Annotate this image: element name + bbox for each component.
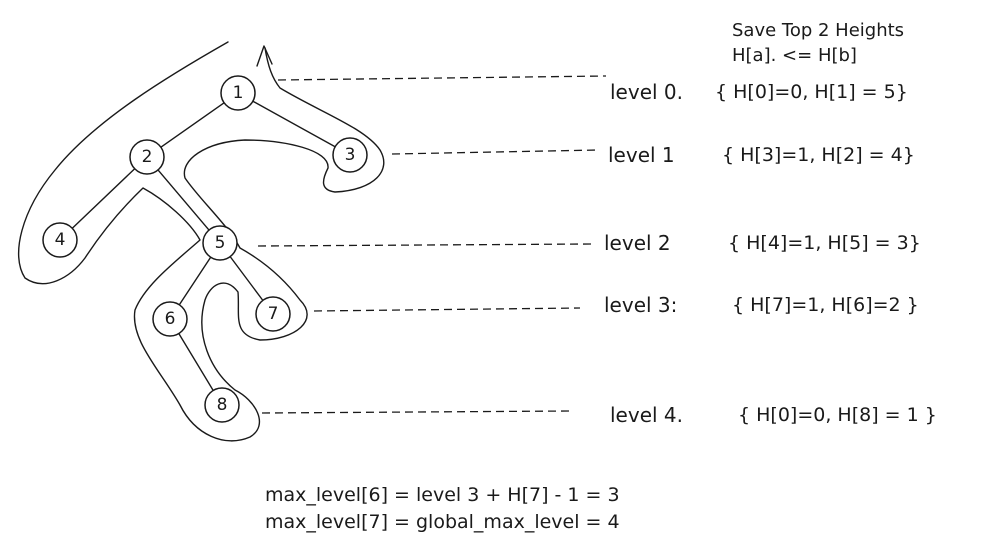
- traversal-contour: [18, 41, 385, 442]
- level-3-guide: [313, 307, 581, 312]
- tree-node-7: 7: [255, 296, 291, 332]
- formula-line-2: max_level[7] = global_max_level = 4: [265, 511, 620, 533]
- tree-edge-5-6: [178, 256, 212, 306]
- level-4-guide: [261, 410, 573, 414]
- tree-node-8-label: 8: [217, 395, 228, 415]
- level-4-label: level 4.: [610, 403, 683, 427]
- level-0-label: level 0.: [610, 80, 683, 104]
- formula-line-1: max_level[6] = level 3 + H[7] - 1 = 3: [265, 484, 620, 506]
- tree-node-6-circle: [152, 301, 188, 337]
- level-0-heights: { H[0]=0, H[1] = 5}: [715, 81, 908, 103]
- tree-node-6: 6: [152, 301, 188, 337]
- level-3-heights: { H[7]=1, H[6]=2 }: [732, 294, 919, 316]
- tree-node-3: 3: [332, 137, 368, 173]
- tree-node-4-circle: [42, 222, 78, 258]
- tree-node-5-label: 5: [215, 233, 226, 253]
- tree-node-3-label: 3: [345, 145, 356, 165]
- tree-node-5-circle: [202, 225, 238, 261]
- note-line-2: H[a]. <= H[b]: [732, 45, 857, 66]
- tree-edge-6-8: [178, 332, 214, 392]
- level-0-guide: [277, 75, 607, 81]
- level-3-label: level 3:: [604, 293, 677, 317]
- tree-edge-1-2: [160, 102, 225, 148]
- tree-node-3-circle: [332, 137, 368, 173]
- tree-node-7-label: 7: [268, 304, 279, 324]
- tree-node-8: 8: [204, 387, 240, 423]
- level-4-heights: { H[0]=0, H[8] = 1 }: [738, 404, 937, 426]
- tree-node-5: 5: [202, 225, 238, 261]
- tree-node-2-label: 2: [142, 147, 153, 167]
- note-line-1: Save Top 2 Heights: [732, 20, 904, 41]
- level-1-guide: [391, 149, 599, 155]
- tree-edge-1-3: [252, 100, 336, 148]
- level-2-guide: [257, 243, 593, 247]
- tree-node-4-label: 4: [55, 230, 66, 250]
- tree-edge-2-5: [157, 169, 210, 231]
- tree-edge-2-4: [71, 168, 136, 229]
- tree-node-2: 2: [129, 139, 165, 175]
- tree-node-6-label: 6: [165, 309, 176, 329]
- tree-node-1-circle: [220, 75, 256, 111]
- tree-node-1-label: 1: [233, 83, 244, 103]
- tree-edge-5-7: [229, 255, 264, 302]
- tree-node-4: 4: [42, 222, 78, 258]
- contour-arrowhead: [256, 45, 273, 67]
- tree-node-7-circle: [255, 296, 291, 332]
- level-1-heights: { H[3]=1, H[2] = 4}: [722, 144, 915, 166]
- tree-node-2-circle: [129, 139, 165, 175]
- level-2-heights: { H[4]=1, H[5] = 3}: [728, 232, 921, 254]
- tree-node-1: 1: [220, 75, 256, 111]
- tree-node-8-circle: [204, 387, 240, 423]
- level-1-label: level 1: [608, 143, 675, 167]
- level-2-label: level 2: [604, 231, 671, 255]
